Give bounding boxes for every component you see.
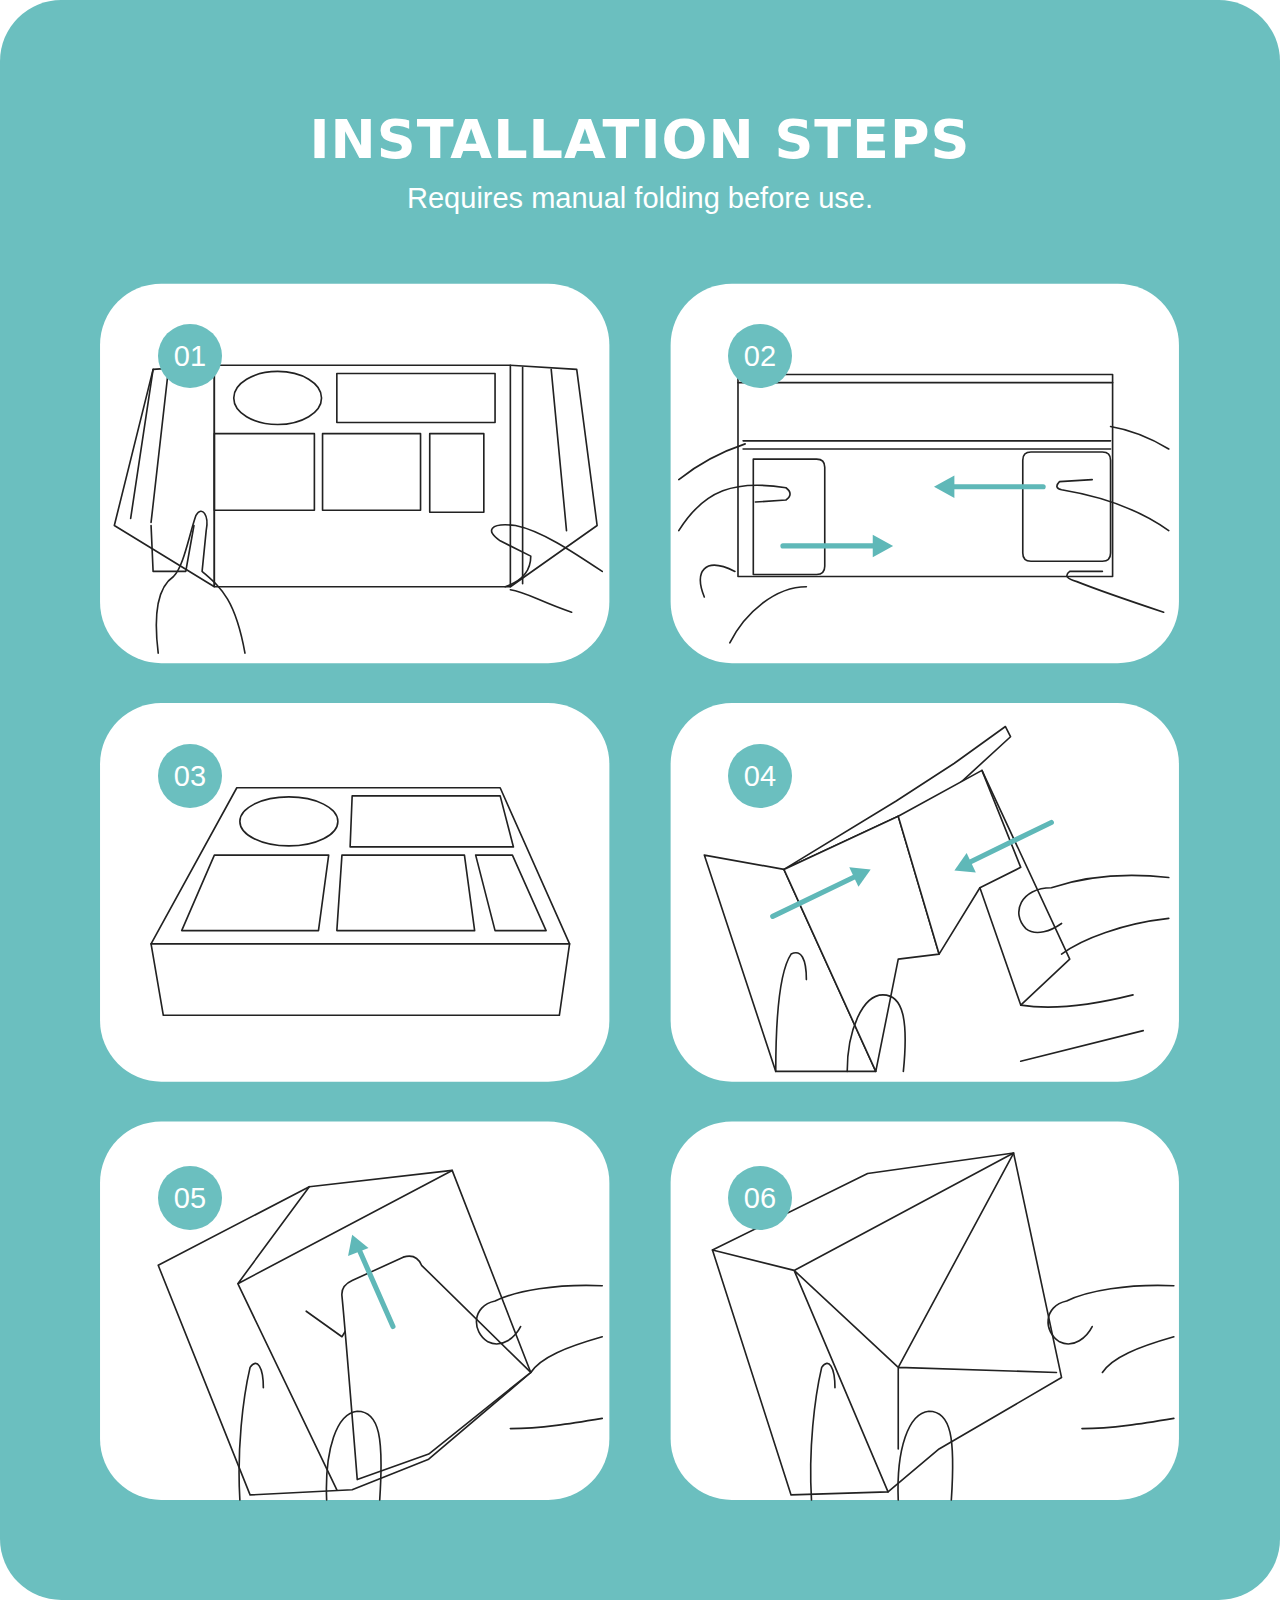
step-number: 01 (174, 340, 206, 373)
step-number: 05 (174, 1182, 206, 1215)
step-number-badge: 02 (728, 324, 792, 388)
step-number-badge: 06 (728, 1166, 792, 1230)
page-title: INSTALLATION STEPS (0, 108, 1280, 171)
step-number: 02 (744, 340, 776, 373)
step-number-badge: 05 (158, 1166, 222, 1230)
step-number-badge: 04 (728, 744, 792, 808)
step-number-badge: 01 (158, 324, 222, 388)
step-number: 06 (744, 1182, 776, 1215)
subtitle: Requires manual folding before use. (0, 182, 1280, 215)
step-number: 04 (744, 760, 776, 793)
step-number-badge: 03 (158, 744, 222, 808)
step-number: 03 (174, 760, 206, 793)
